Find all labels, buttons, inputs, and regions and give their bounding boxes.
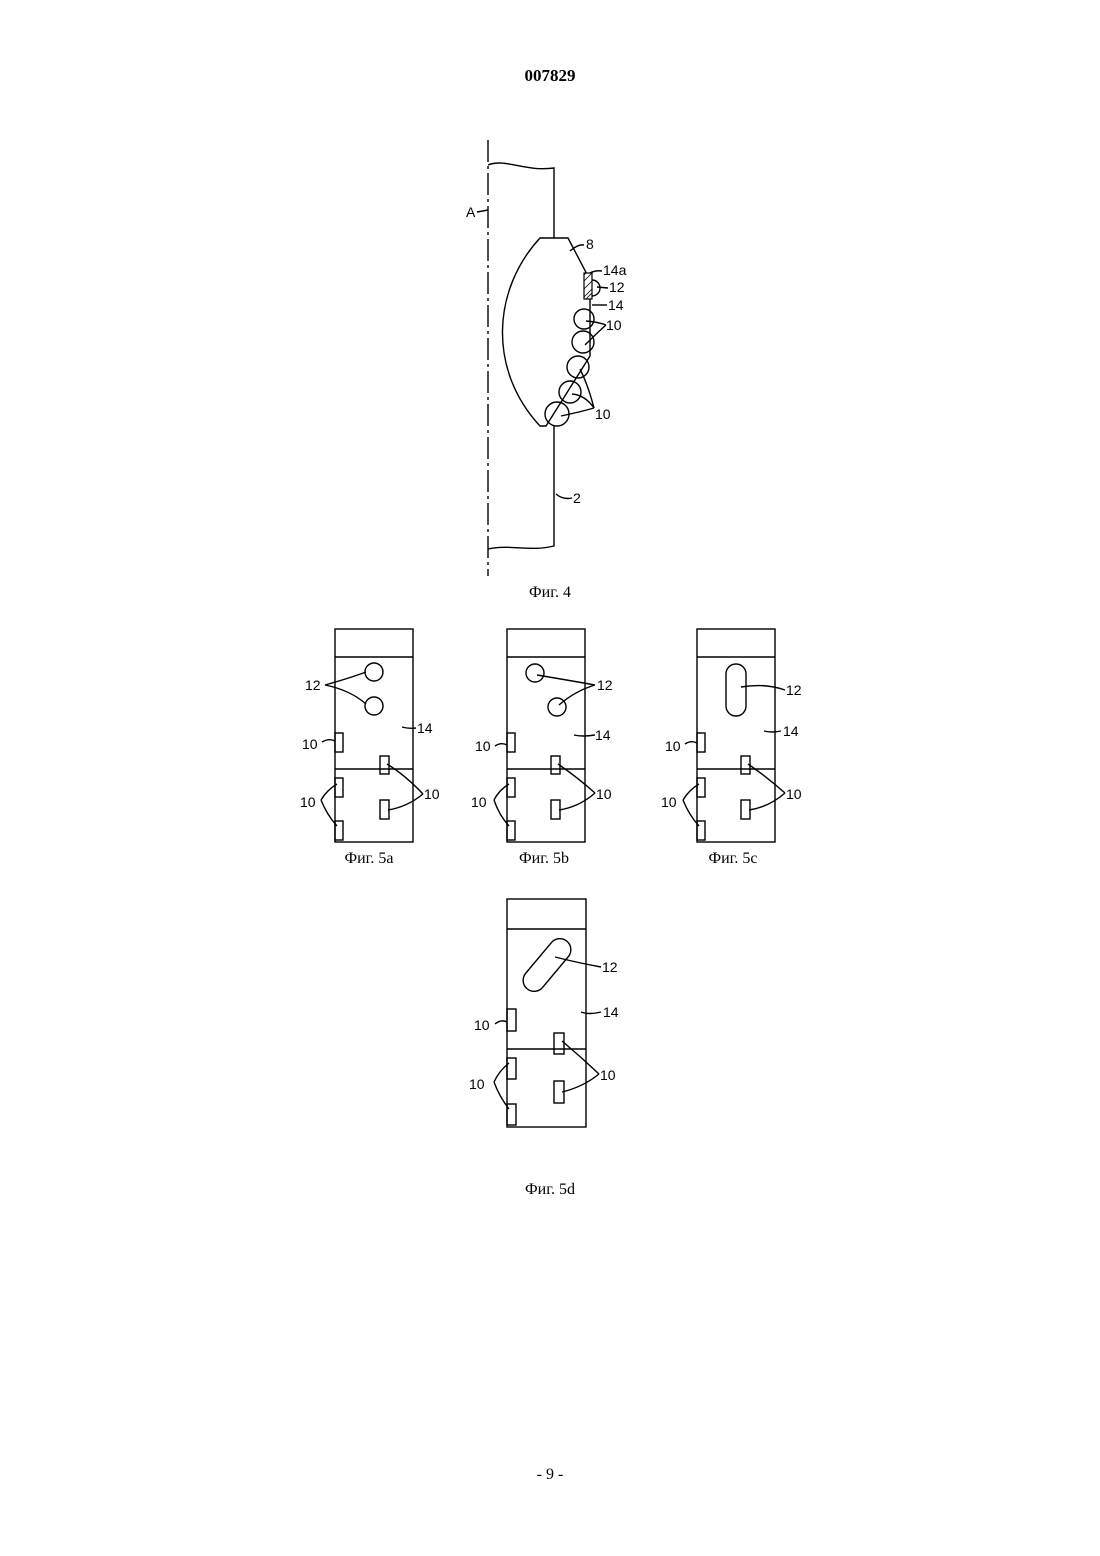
figure-5a-caption: Фиг. 5a [319,850,419,868]
label-10-lower: 10 [595,406,611,422]
shaft-lower [488,426,554,549]
slot-10 [507,1009,516,1031]
slot-10 [380,800,389,819]
element-12 [592,280,600,296]
figure-5c-caption: Фиг. 5c [683,850,783,868]
label-10-right: 10 [596,786,612,802]
leader-2 [556,494,572,499]
label-10-single: 10 [475,738,491,754]
label-14: 14 [608,297,624,313]
page-number: - 9 - [0,1466,1100,1484]
leader-10-single [322,740,335,742]
hole-12 [365,663,383,681]
figure-5d-caption: Фиг. 5d [500,1181,600,1199]
strip-outline [697,629,775,842]
axis-a-label: A [466,204,476,220]
leader-10-single [495,744,507,746]
figure-5b-drawing: 12 14 10 10 10 [467,625,627,855]
label-10-right: 10 [424,786,440,802]
slot-10 [507,733,515,752]
label-14: 14 [783,723,799,739]
label-10-single: 10 [665,738,681,754]
slot-10 [507,821,515,840]
label-10-left: 10 [661,794,677,810]
ball-10 [545,402,569,426]
ball-10 [574,309,594,329]
label-10-right: 10 [786,786,802,802]
leader-10-right [748,764,785,810]
figure-5a-drawing: 12 14 10 10 10 [295,625,455,855]
figure-4-caption: Фиг. 4 [500,584,600,602]
label-10-left: 10 [300,794,316,810]
label-10-right: 10 [600,1067,616,1083]
slot-10 [697,733,705,752]
figure-4-drawing: A 8 14a 12 14 10 10 2 [0,0,1100,600]
slot-10 [507,1058,516,1079]
label-14a: 14a [603,262,627,278]
leader-10-right [387,764,423,810]
leader-10-single [685,742,697,744]
label-12: 12 [786,682,802,698]
leader-14 [402,727,416,728]
label-12: 12 [609,279,625,295]
label-14: 14 [417,720,433,736]
slot-10 [335,733,343,752]
body-8 [502,238,590,426]
label-10-upper: 10 [606,317,622,333]
ball-10 [559,381,581,403]
leader-12 [537,675,595,705]
leader-14 [581,1012,601,1014]
label-10-left: 10 [471,794,487,810]
label-12: 12 [602,959,618,975]
label-10-single: 10 [302,736,318,752]
slot-10 [697,821,705,840]
strip-outline [335,629,413,842]
axis-a-leader [477,210,488,212]
label-2: 2 [573,490,581,506]
leader-12 [325,672,366,704]
slot-hole-12 [726,664,746,716]
slot-10 [507,778,515,797]
strip-outline [507,899,586,1127]
hole-12 [365,697,383,715]
hole-12 [526,664,544,682]
label-12: 12 [305,677,321,693]
figure-5b-caption: Фиг. 5b [494,850,594,868]
slot-hole-12 [519,934,576,996]
shaft-upper [488,163,554,238]
leader-10-single [495,1021,507,1024]
slot-10 [551,800,560,819]
strip-outline [507,629,585,842]
leader-10-right [558,764,595,810]
leader-12 [597,287,608,288]
slot-10 [554,1033,564,1054]
label-10-single: 10 [474,1017,490,1033]
leader-14 [764,731,781,732]
leader-12 [555,957,601,967]
leader-14a [590,271,602,273]
slot-10 [741,800,750,819]
label-14: 14 [603,1004,619,1020]
label-8: 8 [586,236,594,252]
label-14: 14 [595,727,611,743]
leader-12 [741,686,785,690]
figure-5c-drawing: 12 14 10 10 10 [657,625,817,855]
label-12: 12 [597,677,613,693]
slot-10 [335,821,343,840]
slot-10 [697,778,705,797]
label-10-left: 10 [469,1076,485,1092]
slot-10 [335,778,343,797]
figure-5d-drawing: 12 14 10 10 10 [467,895,637,1135]
